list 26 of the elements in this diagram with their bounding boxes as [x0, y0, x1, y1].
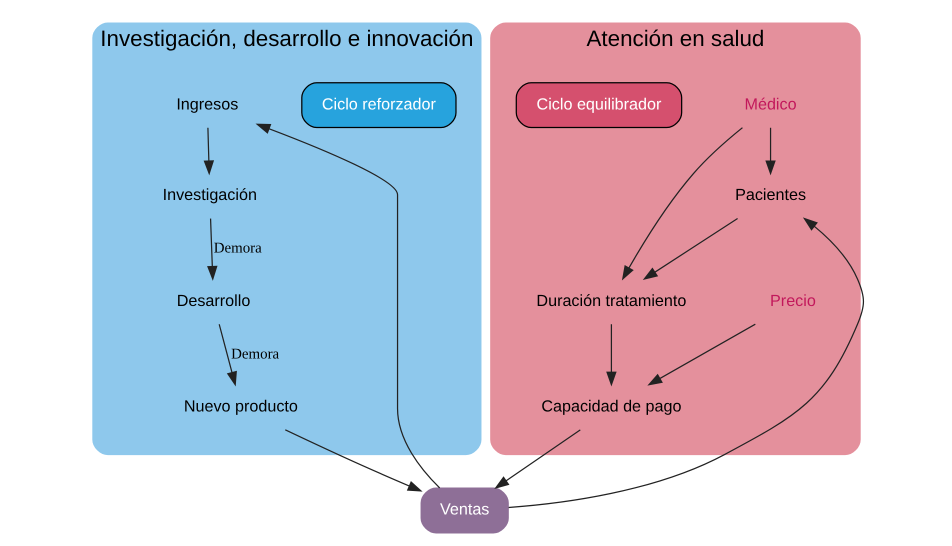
edge-label: Demora — [213, 240, 262, 257]
node-box: Ciclo reforzador — [300, 82, 456, 128]
node-text: Ingresos — [176, 95, 238, 114]
node-box: Ciclo equilibrador — [515, 82, 682, 128]
arrow — [642, 218, 738, 280]
arrow — [494, 429, 580, 489]
node-text: Nuevo producto — [183, 398, 298, 416]
node-text: Investigación — [162, 186, 256, 204]
arrow — [284, 429, 422, 492]
node-text: Capacidad de pago — [540, 398, 681, 416]
arrow — [508, 217, 864, 508]
edge-label: Demora — [230, 346, 279, 362]
arrow — [206, 218, 218, 281]
arrow — [764, 128, 776, 176]
node-text: Pacientes — [734, 186, 806, 204]
node-text: Desarrollo — [176, 292, 250, 310]
arrow — [218, 324, 236, 386]
arrow — [606, 324, 616, 387]
node-text: Precio — [770, 292, 816, 310]
node-text: Médico — [744, 95, 796, 114]
arrow — [646, 324, 756, 386]
node-text: Duración tratamiento — [536, 292, 686, 310]
node-box: Ventas — [420, 487, 508, 534]
arrow — [203, 128, 214, 176]
arrow — [255, 124, 440, 488]
arrow — [621, 127, 742, 281]
